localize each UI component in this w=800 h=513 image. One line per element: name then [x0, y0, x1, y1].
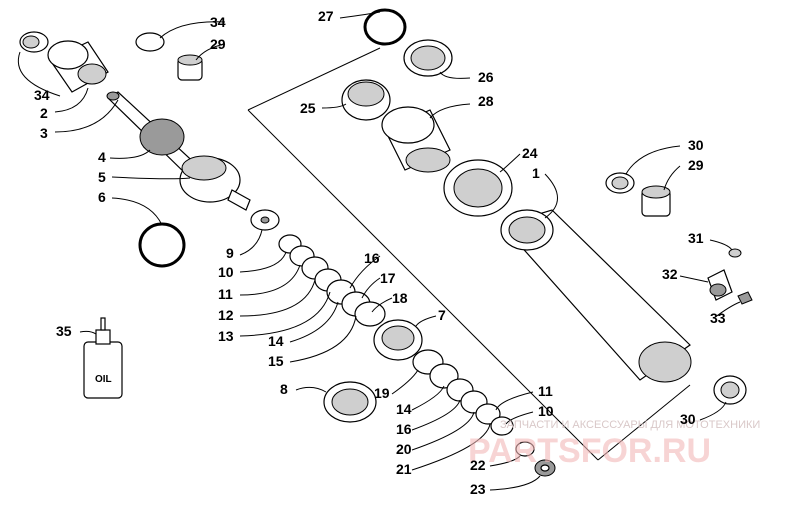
- callout-label: 32: [662, 266, 678, 282]
- callout-label: 10: [218, 264, 234, 280]
- callout-label: 12: [218, 307, 234, 323]
- callout-label: 26: [478, 69, 494, 85]
- shim-stack-upper: [278, 234, 386, 327]
- callout-label: 28: [478, 93, 494, 109]
- part-26-ring: [403, 39, 453, 77]
- part-29-bushing-upper: [135, 32, 203, 81]
- leader-lines: [18, 11, 741, 491]
- callout-label: 4: [98, 149, 106, 165]
- part-35-oil-bottle: [83, 317, 123, 399]
- part-6-o-ring: [138, 222, 186, 268]
- shim-stack-lower: [412, 349, 514, 436]
- callout-label: 29: [210, 36, 226, 52]
- callout-label: 14: [268, 333, 284, 349]
- callout-label: 11: [538, 383, 553, 399]
- part-30-bushing-lower: [713, 375, 747, 405]
- callout-labels: 34 29 34 2 3 4 5 6 27 26 25 28 24 1 30 2…: [34, 8, 726, 497]
- callout-label: 30: [680, 411, 696, 427]
- callout-label: 7: [438, 307, 446, 323]
- callout-label: 21: [396, 461, 412, 477]
- callout-label: 18: [392, 290, 408, 306]
- callout-label: 3: [40, 125, 48, 141]
- group-outline: [247, 109, 599, 461]
- callout-label: 10: [538, 403, 554, 419]
- part-8-ring: [323, 381, 377, 423]
- watermark-text: ЗАПЧАСТИ И АКСЕССУАРЫ ДЛЯ МОТОТЕХНИКИ: [500, 419, 760, 431]
- callout-label: 16: [396, 421, 412, 437]
- callout-label: 9: [226, 245, 234, 261]
- callout-label: 20: [396, 441, 412, 457]
- part-32-valve: [707, 269, 733, 301]
- callout-label: 19: [374, 385, 390, 401]
- callout-label: 2: [40, 105, 48, 121]
- oil-bottle-label: OIL: [95, 374, 112, 385]
- part-30-bushing-upper: [605, 172, 635, 194]
- callout-label: 15: [268, 353, 284, 369]
- part-7-piston: [373, 319, 423, 361]
- part-9-washer: [250, 209, 280, 231]
- callout-label: 27: [318, 8, 334, 24]
- callout-label: 8: [280, 381, 288, 397]
- part-34-bushing: [19, 31, 49, 53]
- group-outline: [247, 47, 381, 111]
- callout-label: 23: [470, 481, 486, 497]
- callout-label: 13: [218, 328, 234, 344]
- callout-label: 31: [688, 230, 704, 246]
- part-33-spring: [737, 291, 753, 305]
- callout-label: 22: [470, 457, 486, 473]
- part-5-seal-head: [179, 155, 251, 211]
- callout-label: 35: [56, 323, 72, 339]
- callout-label: 6: [98, 189, 106, 205]
- part-24-piston: [443, 159, 513, 217]
- part-1-shock-body: [500, 209, 692, 383]
- callout-label: 14: [396, 401, 412, 417]
- part-25-cap: [341, 79, 391, 121]
- part-2-eyelet: [47, 40, 109, 93]
- callout-label: 24: [522, 145, 538, 161]
- watermark-logo: PARTSFOR.RU: [468, 432, 711, 470]
- callout-label: 5: [98, 169, 106, 185]
- callout-label: 1: [532, 165, 540, 181]
- callout-label: 25: [300, 100, 316, 116]
- callout-label: 17: [380, 270, 396, 286]
- callout-label: 33: [710, 310, 726, 326]
- part-23-nut: [534, 459, 556, 477]
- part-4-bumper: [139, 118, 185, 156]
- callout-label: 29: [688, 157, 704, 173]
- part-28-cap: [381, 106, 451, 173]
- callout-label: 34: [210, 14, 226, 30]
- part-27-o-ring: [363, 8, 407, 46]
- callout-label: 30: [688, 137, 704, 153]
- part-29-bushing-lower: [641, 185, 671, 217]
- group-outline: [597, 384, 691, 461]
- callout-label: 34: [34, 87, 50, 103]
- part-22-washer: [515, 441, 535, 457]
- callout-label: 11: [218, 286, 233, 302]
- callout-label: 16: [364, 250, 380, 266]
- part-31-screw: [728, 248, 742, 258]
